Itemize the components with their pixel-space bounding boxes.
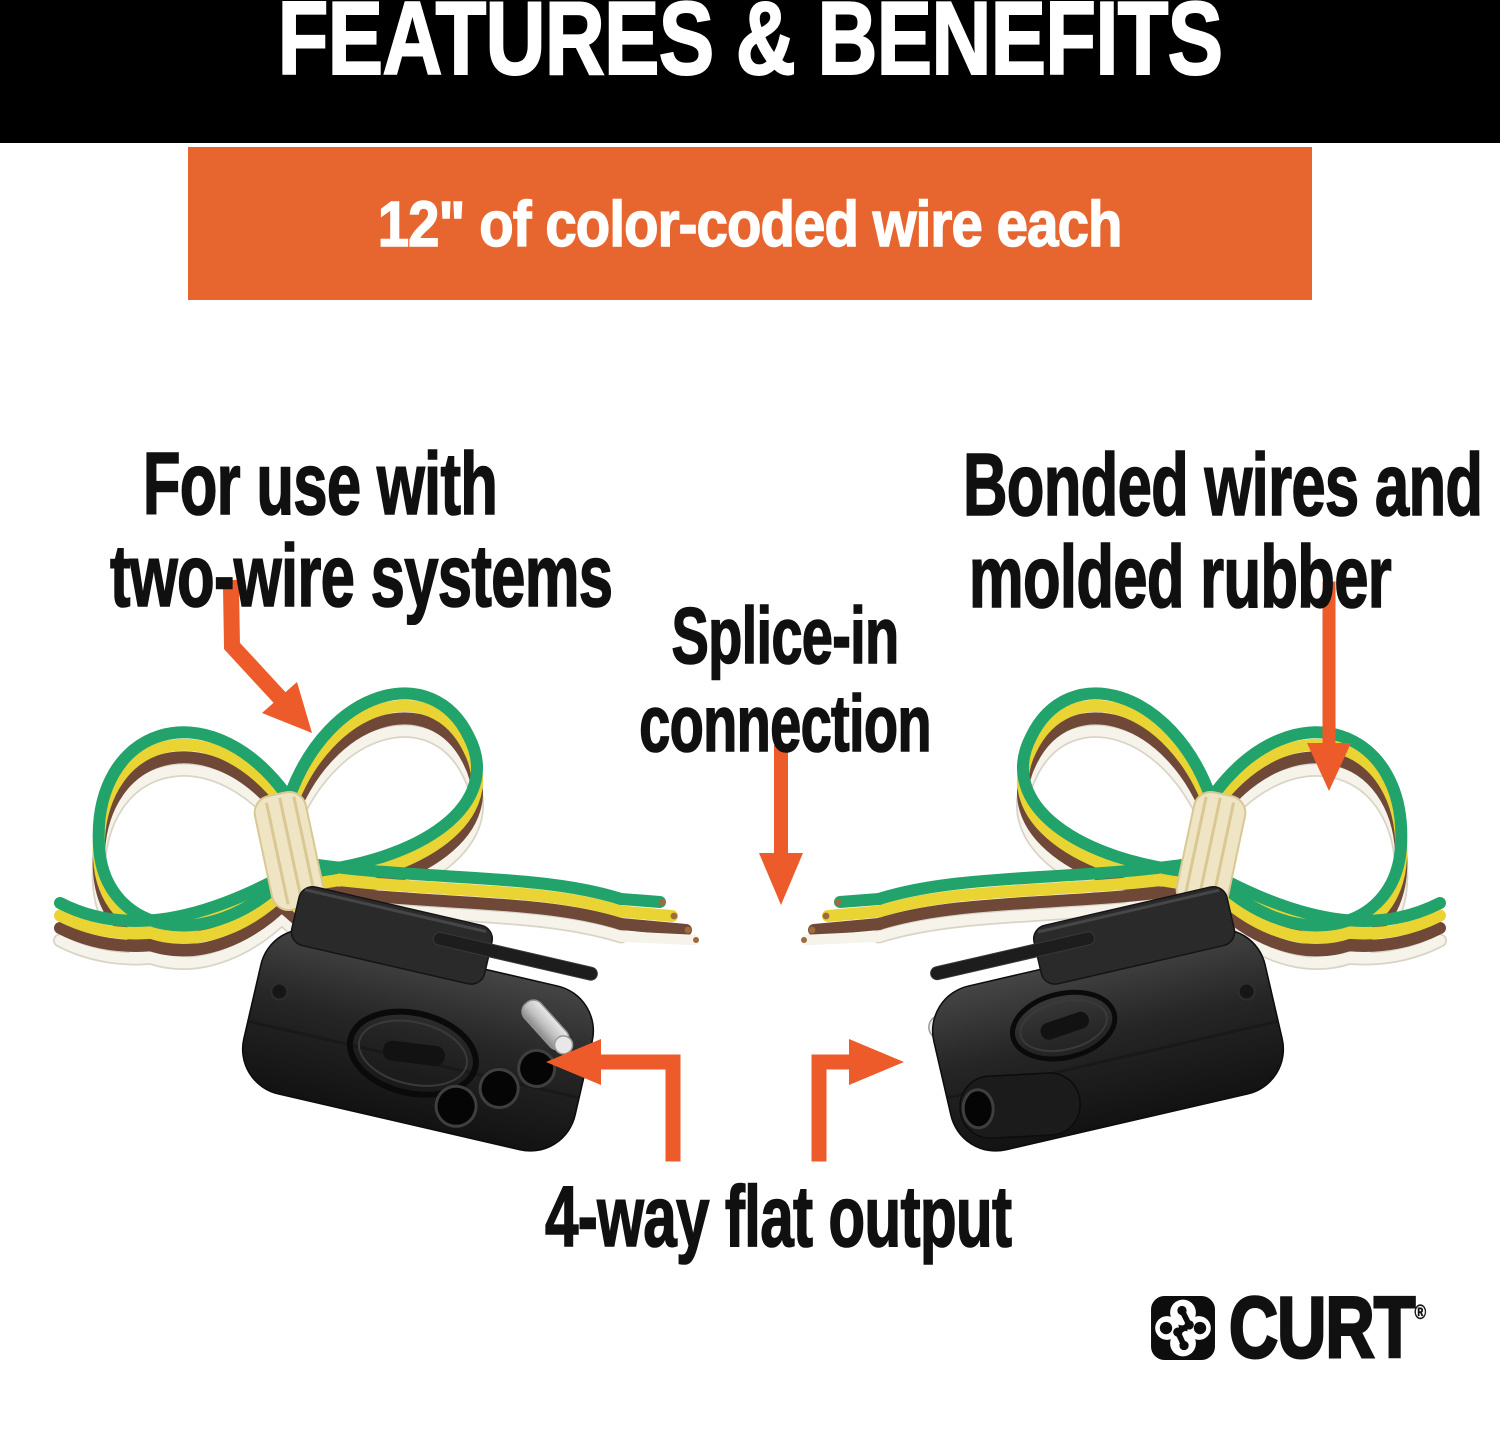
arrow-flat-output-left bbox=[546, 1039, 681, 1162]
callout-two-wire-systems: For use with two-wire systems bbox=[109, 434, 613, 626]
mold-dimple bbox=[270, 982, 289, 1001]
callout-flat-output: 4-way flat output bbox=[544, 1169, 1012, 1265]
emboss-oval-inner bbox=[357, 1019, 468, 1087]
arrow-splice-in bbox=[759, 745, 803, 905]
page-title: FEATURES & BENEFITS bbox=[277, 0, 1224, 97]
brand-name: CURT bbox=[1228, 1280, 1417, 1376]
arrow-bonded-wires bbox=[1307, 581, 1351, 791]
callout-line: connection bbox=[639, 679, 933, 769]
connector-tab bbox=[290, 885, 494, 985]
connector-ridge bbox=[930, 931, 1096, 981]
callout-line: Splice-in bbox=[671, 591, 900, 681]
tab-highlight bbox=[1037, 888, 1220, 934]
callout-line: Bonded wires and bbox=[962, 435, 1483, 534]
socket-holes bbox=[434, 1048, 557, 1128]
right-connector-male bbox=[928, 885, 1285, 1152]
emboss-logo-text bbox=[382, 1040, 445, 1067]
brand-logo: CURT® bbox=[1150, 1284, 1479, 1373]
tab-highlight bbox=[304, 888, 487, 934]
clear-terminal bbox=[521, 999, 574, 1055]
header-bar: FEATURES & BENEFITS bbox=[0, 0, 1500, 143]
brand-wordmark: CURT® bbox=[1228, 1284, 1427, 1373]
connector-tab bbox=[1032, 885, 1236, 985]
callout-line: two-wire systems bbox=[109, 526, 613, 626]
emboss-oval bbox=[1009, 989, 1118, 1062]
emboss-oval bbox=[346, 1008, 479, 1098]
annotation-arrows bbox=[222, 579, 1351, 1162]
arrow-two-wire-systems bbox=[222, 579, 312, 733]
arrow-flat-output-right bbox=[811, 1039, 904, 1162]
curt-clover-icon bbox=[1151, 1296, 1215, 1360]
callout-line: For use with bbox=[142, 434, 498, 533]
callout-line: 4-way flat output bbox=[544, 1169, 1012, 1265]
banner: 12" of color-coded wire each bbox=[188, 147, 1312, 300]
callout-splice-in: Splice-in connection bbox=[575, 591, 995, 769]
banner-text: 12" of color-coded wire each bbox=[377, 187, 1123, 261]
emboss-oval-inner bbox=[1019, 999, 1108, 1053]
connector-snout bbox=[959, 1072, 1081, 1139]
emboss-logo-text bbox=[1040, 1011, 1089, 1040]
callout-line: molded rubber bbox=[968, 527, 1392, 627]
registered-mark-icon: ® bbox=[1414, 1302, 1427, 1324]
mold-dimple bbox=[1237, 982, 1256, 1001]
connector-ridge bbox=[432, 931, 598, 981]
left-connector-female bbox=[241, 885, 598, 1152]
callout-bonded-wires: Bonded wires and molded rubber bbox=[962, 435, 1483, 627]
